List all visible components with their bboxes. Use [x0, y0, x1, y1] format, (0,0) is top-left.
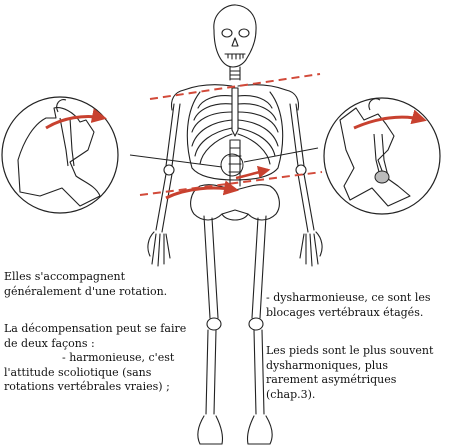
skull: [213, 4, 257, 68]
right-shoulder: [285, 89, 300, 111]
text-line: Les pieds sont le plus souvent: [266, 344, 434, 357]
text-left-para-2: La décompensation peut se faire de deux …: [4, 322, 186, 351]
left-leader-line: [129, 154, 223, 168]
pelvis-dashed-line: [139, 171, 323, 196]
left-eye-socket: [221, 28, 233, 38]
right-hand: [299, 231, 323, 267]
text-line: rotations vertébrales vraies) ;: [4, 380, 170, 393]
text-line: La décompensation peut se faire: [4, 322, 187, 335]
text-line: blocages vertébraux étagés.: [266, 305, 424, 319]
text-left-para-1: Elles s'accompagnent généralement d'une …: [4, 270, 167, 299]
right-elbow: [295, 164, 307, 176]
text-line: généralement d'une rotation.: [4, 284, 168, 298]
right-leader-line: [243, 147, 319, 163]
text-line: de deux façons :: [4, 336, 95, 350]
text-right-para-2: Les pieds sont le plus souvent dysharmon…: [266, 344, 433, 402]
left-inset: [1, 96, 119, 214]
text-line: (chap.3).: [266, 387, 316, 401]
right-inset: [323, 97, 441, 215]
cervical-spine: [229, 66, 241, 81]
shoulder-dashed-line: [149, 73, 321, 100]
left-humerus: [165, 103, 181, 167]
left-elbow: [163, 164, 175, 176]
right-foot: [246, 415, 273, 445]
right-femur: [251, 215, 267, 319]
teeth: [224, 53, 246, 60]
right-knee: [248, 317, 264, 331]
pelvis-rotation-arrow: [165, 180, 239, 200]
ribs-right: [237, 95, 279, 165]
text-left-para-3: - harmonieuse, c'est l'attitude scolioti…: [4, 351, 174, 395]
lumbar-highlight-circle: [220, 153, 244, 177]
left-hand: [147, 231, 171, 267]
left-clavicle: [183, 84, 233, 91]
left-shoulder: [170, 89, 185, 111]
right-tibia: [253, 329, 265, 415]
text-line: dysharmoniques, plus: [266, 358, 389, 372]
text-line: l'attitude scoliotique (sans: [4, 365, 152, 379]
right-eye-socket: [238, 28, 250, 38]
text-right-para-1: - dysharmonieuse, ce sont les blocages v…: [266, 291, 431, 320]
pubis: [221, 213, 249, 221]
sternum: [231, 87, 239, 137]
left-forearm: [155, 173, 173, 233]
lumbar-spine: [228, 139, 242, 187]
text-line: - harmonieuse, c'est: [62, 351, 175, 364]
text-line: - dysharmonieuse, ce sont les: [266, 291, 431, 304]
nose: [231, 37, 239, 47]
text-line: Elles s'accompagnent: [4, 270, 126, 283]
right-humerus: [289, 103, 305, 167]
lumbar-rotation-arrow: [235, 165, 271, 180]
left-tibia: [205, 329, 217, 415]
left-femur: [203, 215, 219, 319]
left-foot: [197, 415, 224, 445]
ribs-left: [191, 95, 233, 165]
text-line: rarement asymétriques: [266, 373, 397, 386]
right-forearm: [297, 173, 315, 233]
left-knee: [206, 317, 222, 331]
